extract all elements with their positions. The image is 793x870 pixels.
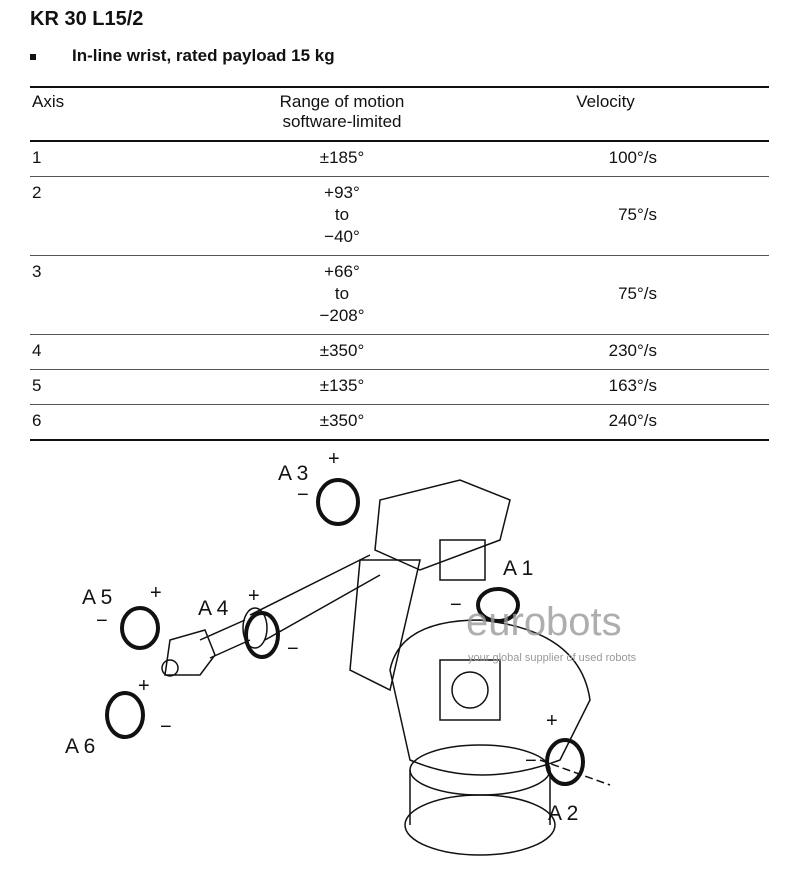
watermark-logo: eurobots — [466, 600, 622, 644]
plus-sign: + — [328, 448, 340, 470]
cell-axis: 6 — [32, 411, 42, 430]
label-a3: A 3 — [278, 462, 309, 485]
table-row: 5 ±135° 163°/s — [30, 370, 769, 405]
cell-axis: 3 — [32, 262, 42, 281]
minus-sign: − — [160, 716, 172, 738]
axis-line — [539, 759, 611, 786]
minus-sign: − — [297, 484, 309, 506]
cell-range: ±185° — [319, 148, 365, 167]
robot-diagram — [105, 478, 611, 856]
plus-sign: + — [138, 675, 150, 697]
label-a1: A 1 — [503, 557, 534, 580]
cell-velocity: 75°/s — [618, 284, 657, 303]
cell-velocity: 75°/s — [618, 205, 657, 224]
minus-sign: − — [525, 750, 537, 772]
cell-range: ±350° — [319, 411, 365, 430]
minus-sign: − — [287, 638, 299, 660]
cell-velocity: 230°/s — [608, 341, 657, 360]
cell-axis: 5 — [32, 376, 42, 395]
header-axis: Axis — [32, 92, 65, 111]
cell-range: ±350° — [319, 341, 365, 360]
plus-sign: + — [248, 585, 260, 607]
watermark-tagline: your global supplier of used robots — [468, 652, 637, 664]
cell-range: +66°to−208° — [319, 262, 365, 325]
table-row: 4 ±350° 230°/s — [30, 335, 769, 370]
robot-link-arm — [161, 479, 511, 692]
label-a5: A 5 — [82, 586, 113, 609]
cell-axis: 4 — [32, 341, 42, 360]
plus-sign: + — [150, 582, 162, 604]
plus-sign: + — [546, 710, 558, 732]
table-row: 1 ±185° 100°/s — [30, 141, 769, 177]
cell-axis: 1 — [32, 148, 42, 167]
cell-velocity: 240°/s — [608, 411, 657, 430]
cell-range: +93°to−40° — [324, 183, 360, 246]
cell-velocity: 163°/s — [608, 376, 657, 395]
bullet-icon — [30, 53, 36, 60]
table-row: 6 ±350° 240°/s — [30, 405, 769, 440]
cell-axis: 2 — [32, 183, 42, 202]
minus-sign: − — [450, 594, 462, 616]
subtitle: In-line wrist, rated payload 15 kg — [30, 46, 335, 66]
cell-range: ±135° — [319, 376, 365, 395]
header-velocity: Velocity — [576, 92, 635, 111]
minus-sign: − — [96, 610, 108, 632]
table-row: 3 +66°to−208° 75°/s — [30, 256, 769, 335]
cell-velocity: 100°/s — [608, 148, 657, 167]
page-title: KR 30 L15/2 — [30, 8, 144, 30]
label-a2: A 2 — [548, 802, 579, 825]
rotation-arrows — [105, 478, 585, 786]
robot-base — [389, 619, 591, 856]
label-a4: A 4 — [198, 597, 229, 620]
table-row: 2 +93°to−40° 75°/s — [30, 177, 769, 256]
label-a6: A 6 — [65, 735, 96, 758]
